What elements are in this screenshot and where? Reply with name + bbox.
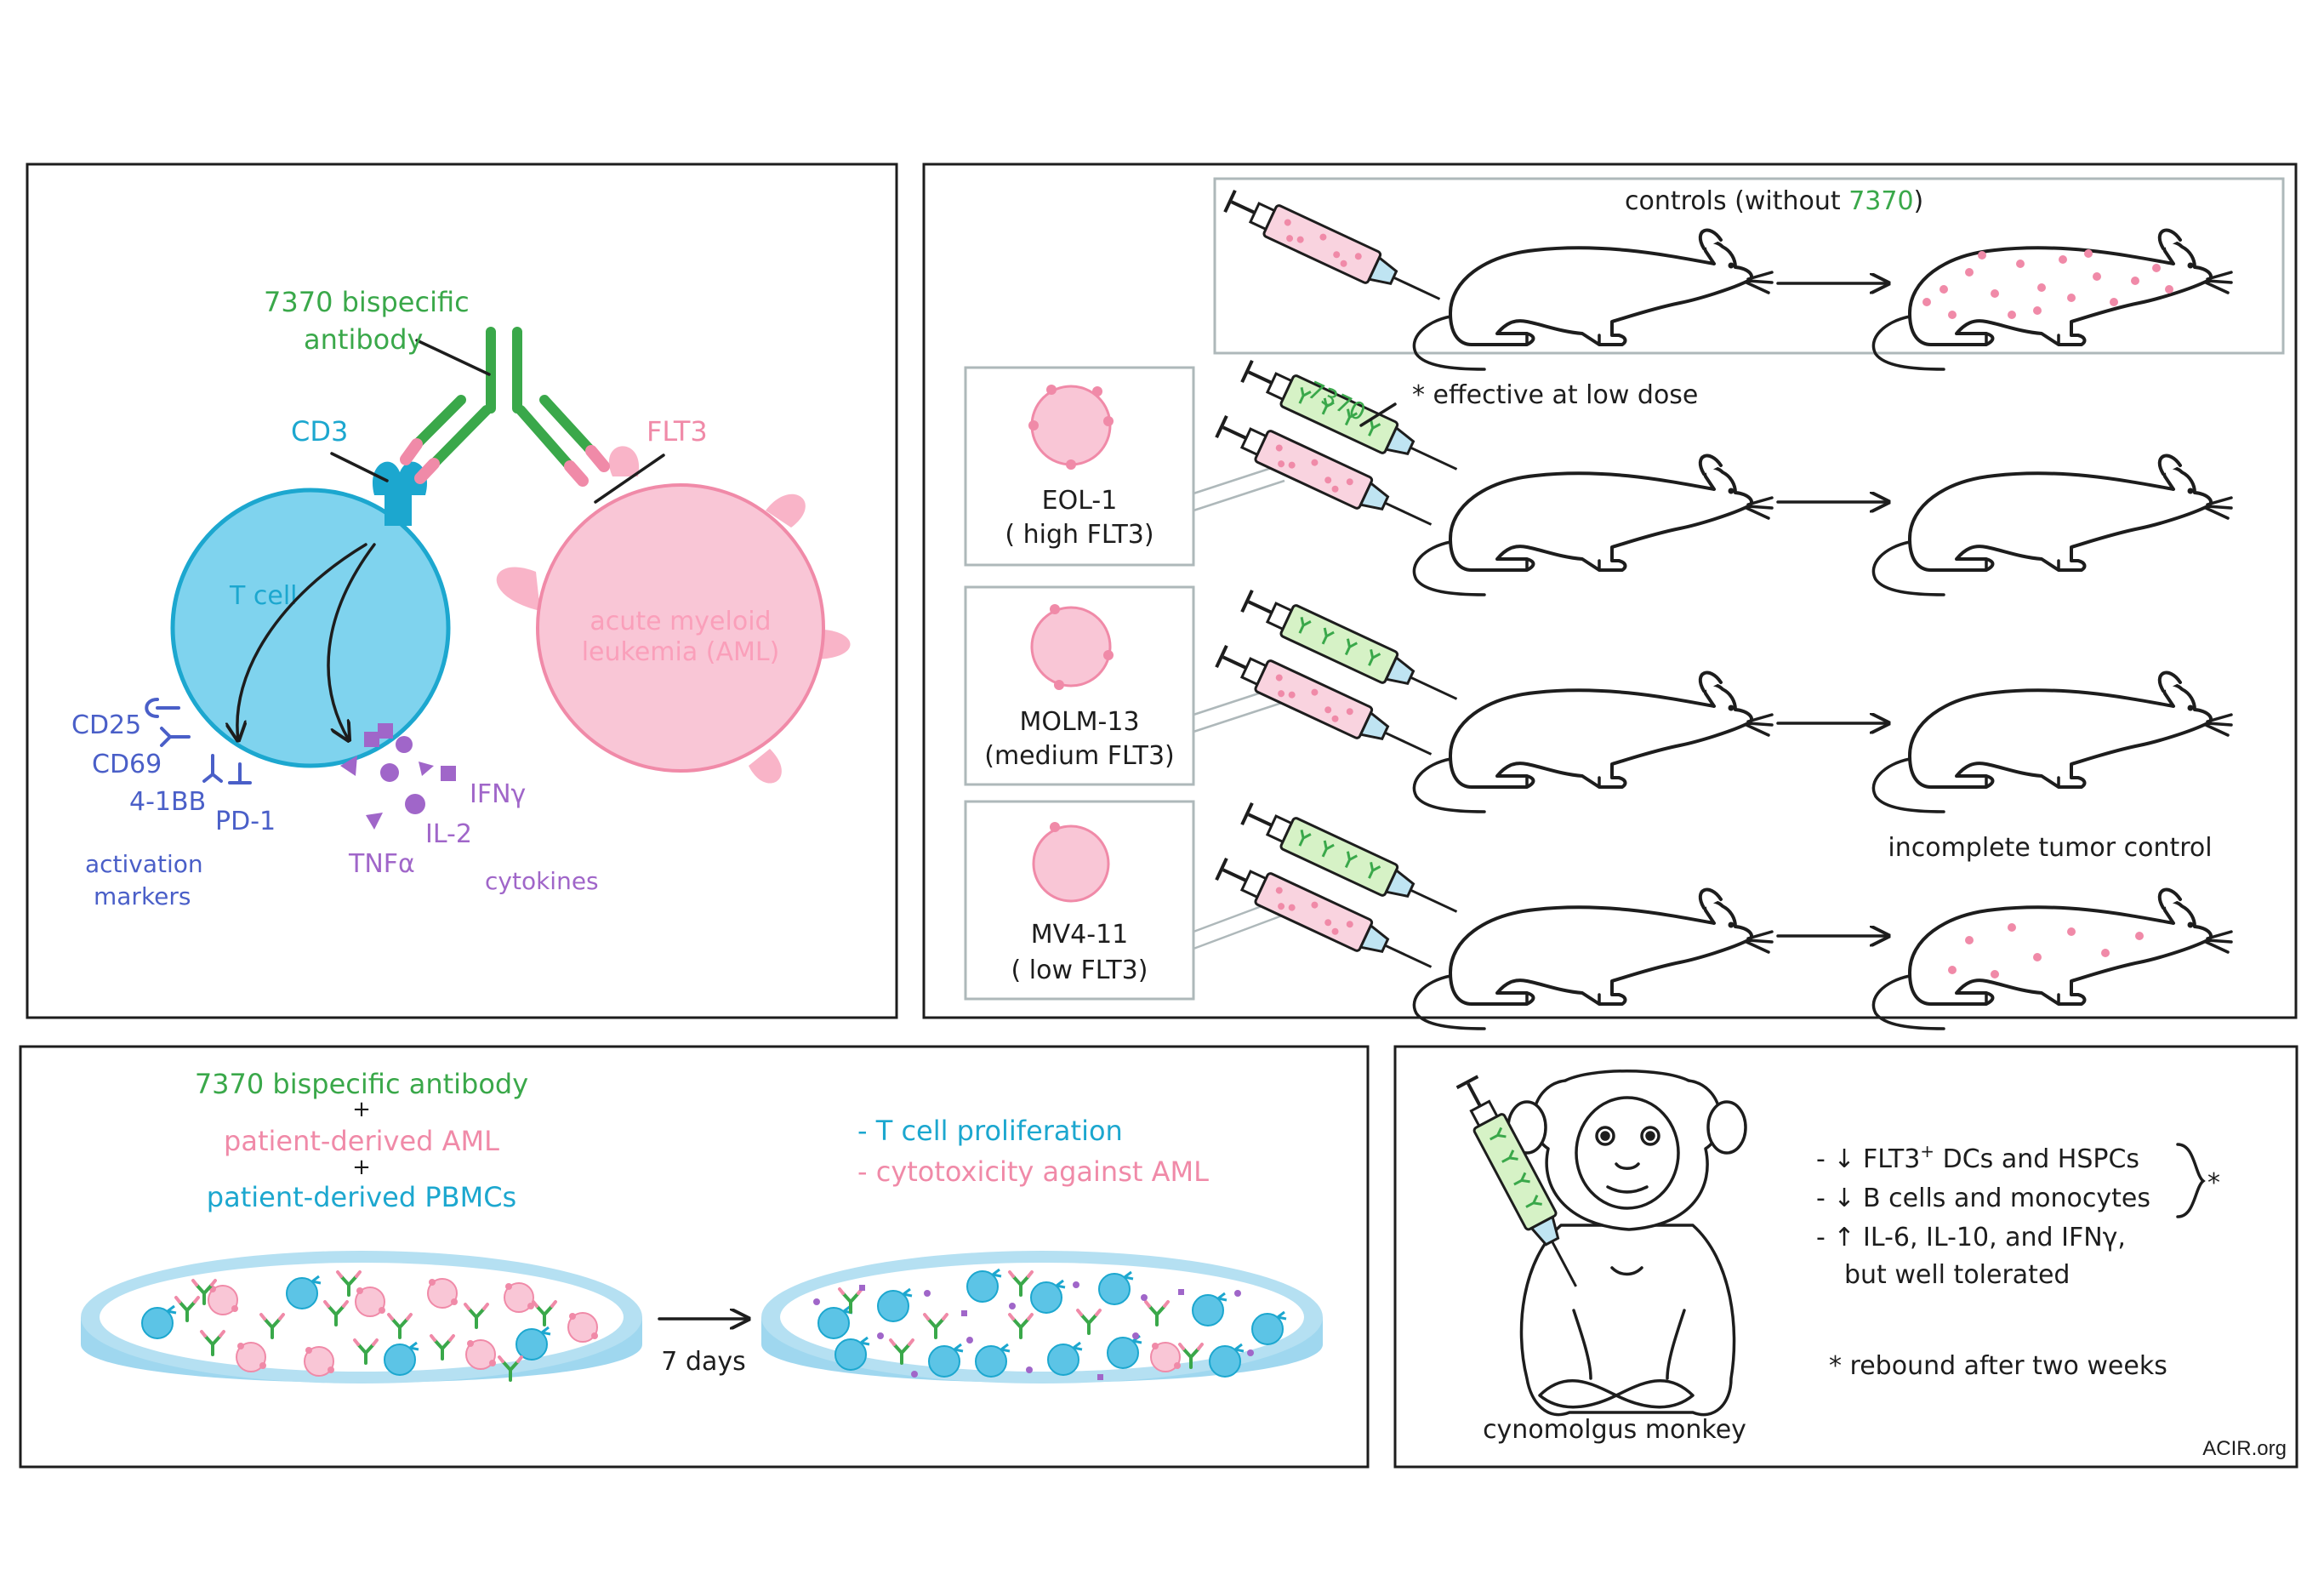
dish-after-contents	[813, 1268, 1288, 1380]
flt3-leader-line	[594, 454, 665, 504]
antibody-label-line1: 7370 bispecific	[264, 286, 470, 318]
mv411-cell-icon	[1032, 822, 1110, 903]
mv411-name: MV4-11	[1031, 920, 1129, 950]
exvivo-line-pbmcs: patient-derived PBMCs	[207, 1181, 516, 1213]
exvivo-panel-frame	[19, 1045, 1370, 1469]
effective-note-leader	[1359, 402, 1397, 427]
cd3-leader-line	[330, 452, 389, 482]
rebound-bracket	[2176, 1143, 2206, 1218]
rebound-asterisk: *	[2207, 1168, 2220, 1198]
result-cytotoxicity: - cytotoxicity against AML	[857, 1155, 1209, 1188]
activation-markers-line1: activation	[85, 850, 203, 878]
culture-dish-after	[761, 1251, 1323, 1383]
cd3-label: CD3	[291, 415, 348, 448]
marker-4-1bb: 4-1BB	[129, 787, 206, 817]
rebound-footnote: * rebound after two weeks	[1829, 1351, 2167, 1381]
controls-box	[1213, 177, 2285, 355]
activation-arrow-2	[327, 543, 376, 740]
monkey-species-label: cynomolgus monkey	[1483, 1415, 1746, 1445]
incomplete-control-note: incomplete tumor control	[1888, 833, 2212, 863]
finding-cytokine-increase: - ↑ IL-6, IL-10, and IFNγ,	[1816, 1223, 2126, 1252]
cytokine-particles	[340, 723, 456, 830]
aml-cell	[496, 446, 851, 784]
eol1-name: EOL-1	[1042, 486, 1118, 516]
effective-note: * effective at low dose	[1412, 380, 1698, 410]
finding-well-tolerated: but well tolerated	[1844, 1260, 2070, 1290]
marker-cd69: CD69	[92, 750, 162, 779]
exvivo-line-aml: patient-derived AML	[224, 1125, 499, 1157]
aml-label-line2: leukemia (AML)	[582, 637, 780, 667]
antibody-label-line2: antibody	[304, 323, 423, 356]
monkey-illustration	[1507, 1070, 1747, 1417]
surface-markers	[145, 698, 252, 784]
flt3-label: FLT3	[647, 415, 708, 448]
eol1-level: ( high FLT3)	[1005, 520, 1153, 550]
cytokine-ifng: IFNγ	[470, 779, 526, 809]
t-cell-label: T cell	[229, 581, 297, 611]
antibody-leader-line	[415, 339, 491, 376]
source-credit: ACIR.org	[2202, 1437, 2287, 1460]
cytokine-il2: IL-2	[425, 819, 472, 849]
marker-cd25: CD25	[71, 710, 141, 740]
mv411-level: ( low FLT3)	[1011, 956, 1148, 985]
mv411-residual-tumor-spots	[1948, 923, 2144, 978]
finding-flt3-cells: - ↓ FLT3+ DCs and HSPCs	[1816, 1141, 2139, 1174]
exvivo-line-antibody: 7370 bispecific antibody	[195, 1068, 528, 1100]
exvivo-plus-1: +	[352, 1097, 371, 1122]
molm13-level: (medium FLT3)	[984, 741, 1175, 771]
result-t-cell-proliferation: - T cell proliferation	[857, 1115, 1123, 1147]
marker-pd-1: PD-1	[215, 807, 276, 836]
eol1-cell-icon	[1028, 385, 1114, 470]
molm13-name: MOLM-13	[1019, 707, 1139, 737]
exvivo-plus-2: +	[352, 1155, 371, 1180]
controls-label: controls (without 7370)	[1625, 186, 1923, 216]
aml-label-line1: acute myeloid	[590, 607, 771, 636]
duration-label: 7 days	[661, 1347, 745, 1377]
molm13-cell-icon	[1030, 604, 1114, 690]
cytokine-tnfa: TNFα	[348, 849, 415, 879]
bispecific-antibody	[400, 327, 610, 487]
activation-arrow-1	[237, 543, 367, 740]
finding-b-cells-monocytes: - ↓ B cells and monocytes	[1816, 1184, 2150, 1213]
activation-markers-line2: markers	[94, 882, 191, 910]
cytokines-label: cytokines	[485, 867, 599, 895]
